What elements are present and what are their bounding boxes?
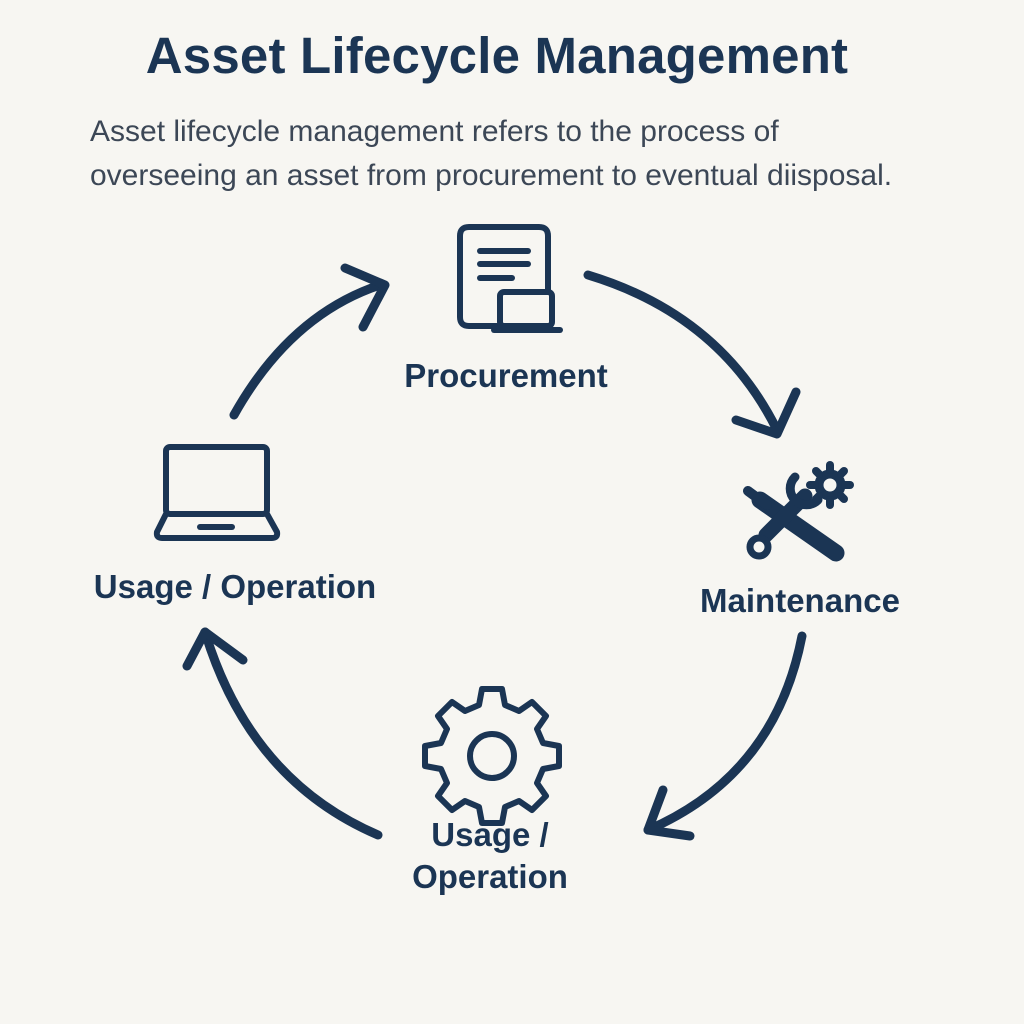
document-laptop-icon [457, 224, 563, 333]
arrow-usage-to-usage-left [182, 627, 383, 840]
stage-label-procurement: Procurement [404, 357, 608, 394]
wrench-gear-icon [743, 461, 854, 562]
arrow-usage-to-procurement [229, 263, 390, 420]
page-description: Asset lifecycle management refers to the… [90, 110, 1010, 198]
gear-icon [422, 686, 562, 826]
description-line-1: Asset lifecycle management refers to the… [90, 115, 779, 148]
stage-label-usage-operation-left: Usage / Operation [93, 568, 377, 605]
arrow-maintenance-to-usage [643, 631, 807, 841]
stage-label-usage-operation-bottom: Usage / Operation [370, 814, 610, 898]
stage-label-maintenance: Maintenance [700, 582, 900, 619]
description-line-2: overseeing an asset from procurement to … [90, 159, 893, 192]
stage-label-line-2: Operation [412, 858, 568, 895]
stage-label-line-1: Usage / [431, 816, 549, 853]
arrow-procurement-to-maintenance [583, 270, 801, 439]
page-title: Asset Lifecycle Management [145, 27, 849, 84]
laptop-icon [153, 444, 281, 541]
